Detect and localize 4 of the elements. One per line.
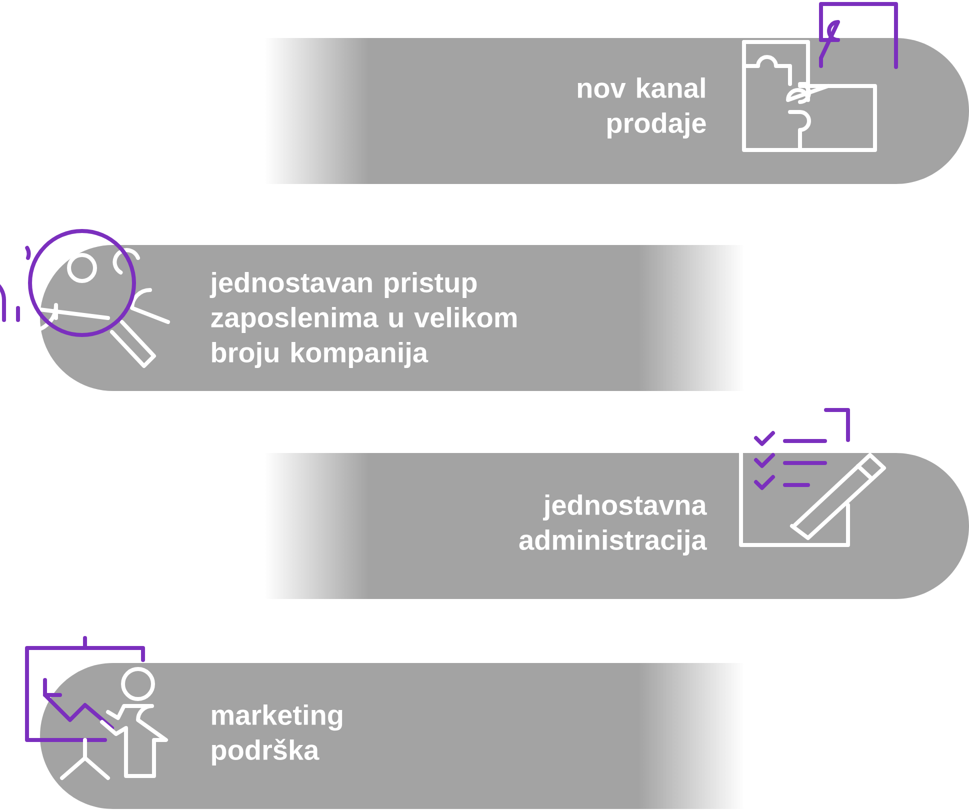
band: marketing podrška [40, 663, 745, 809]
band: jednostavna administracija [265, 453, 969, 599]
band: jednostavan pristup zaposlenima u velikom broju kompanija [40, 245, 745, 391]
band: nov kanal prodaje [265, 38, 969, 184]
